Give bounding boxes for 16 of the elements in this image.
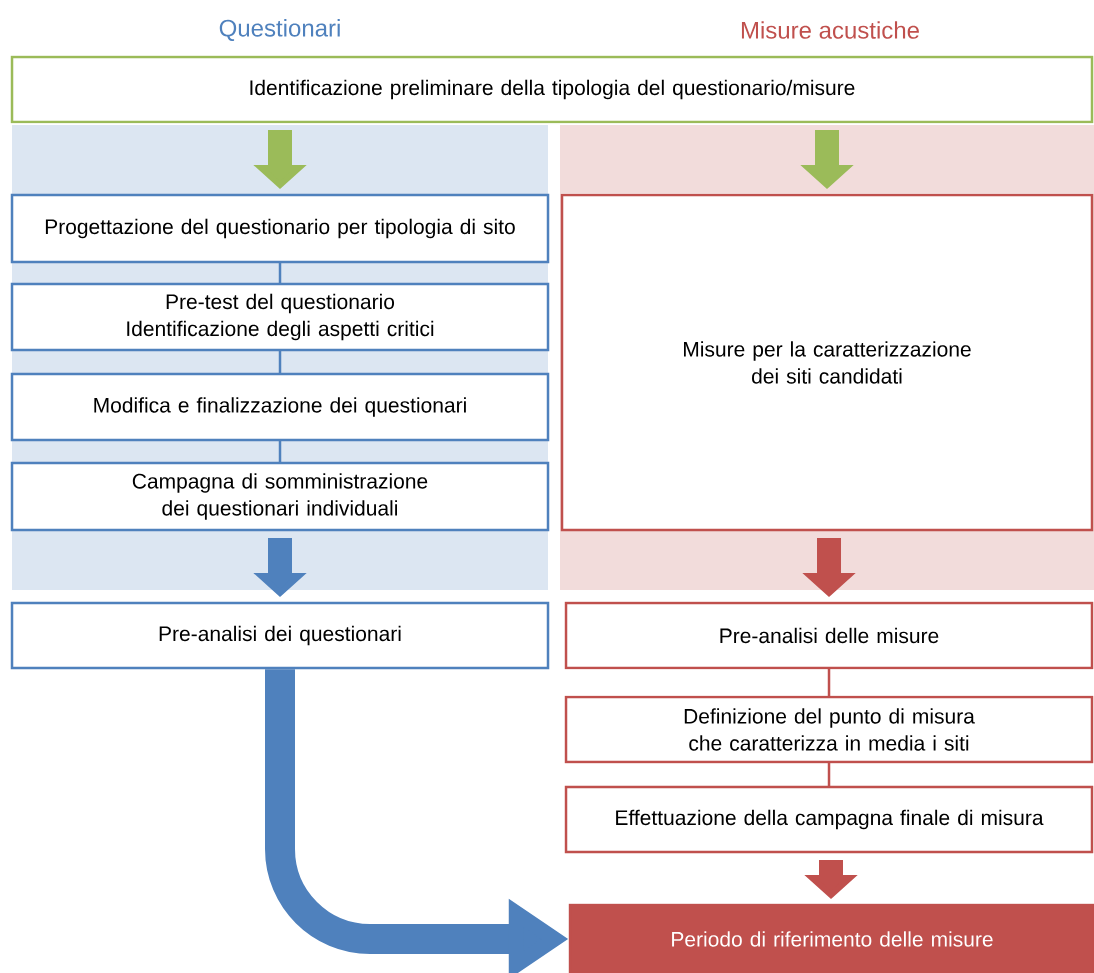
process-box: Effettuazione della campagna finale di misura	[564, 785, 1094, 854]
process-box: Definizione del punto di misura che caratterizza in media i siti	[564, 695, 1094, 764]
result-box: Periodo di riferimento delle misure	[568, 903, 1094, 973]
process-box: Pre-analisi dei questionari	[10, 601, 550, 670]
connector-line	[278, 262, 282, 284]
process-box: Pre-analisi delle misure	[564, 601, 1094, 670]
connector-line	[278, 350, 282, 374]
connector-line	[827, 668, 831, 697]
process-box: Identificazione preliminare della tipologia del questionario/misure	[10, 55, 1094, 124]
process-box: Modifica e finalizzazione dei questionari	[10, 372, 550, 442]
process-box: Progettazione del questionario per tipologia di sito	[10, 193, 550, 264]
connector-line	[827, 762, 831, 787]
process-box: Misure per la caratterizzazione dei siti candidati	[560, 193, 1094, 532]
process-box: Campagna di somministrazione dei questionari individuali	[10, 461, 550, 532]
process-box: Pre-test del questionario Identificazione degli aspetti critici	[10, 282, 550, 352]
connector-line	[278, 440, 282, 463]
